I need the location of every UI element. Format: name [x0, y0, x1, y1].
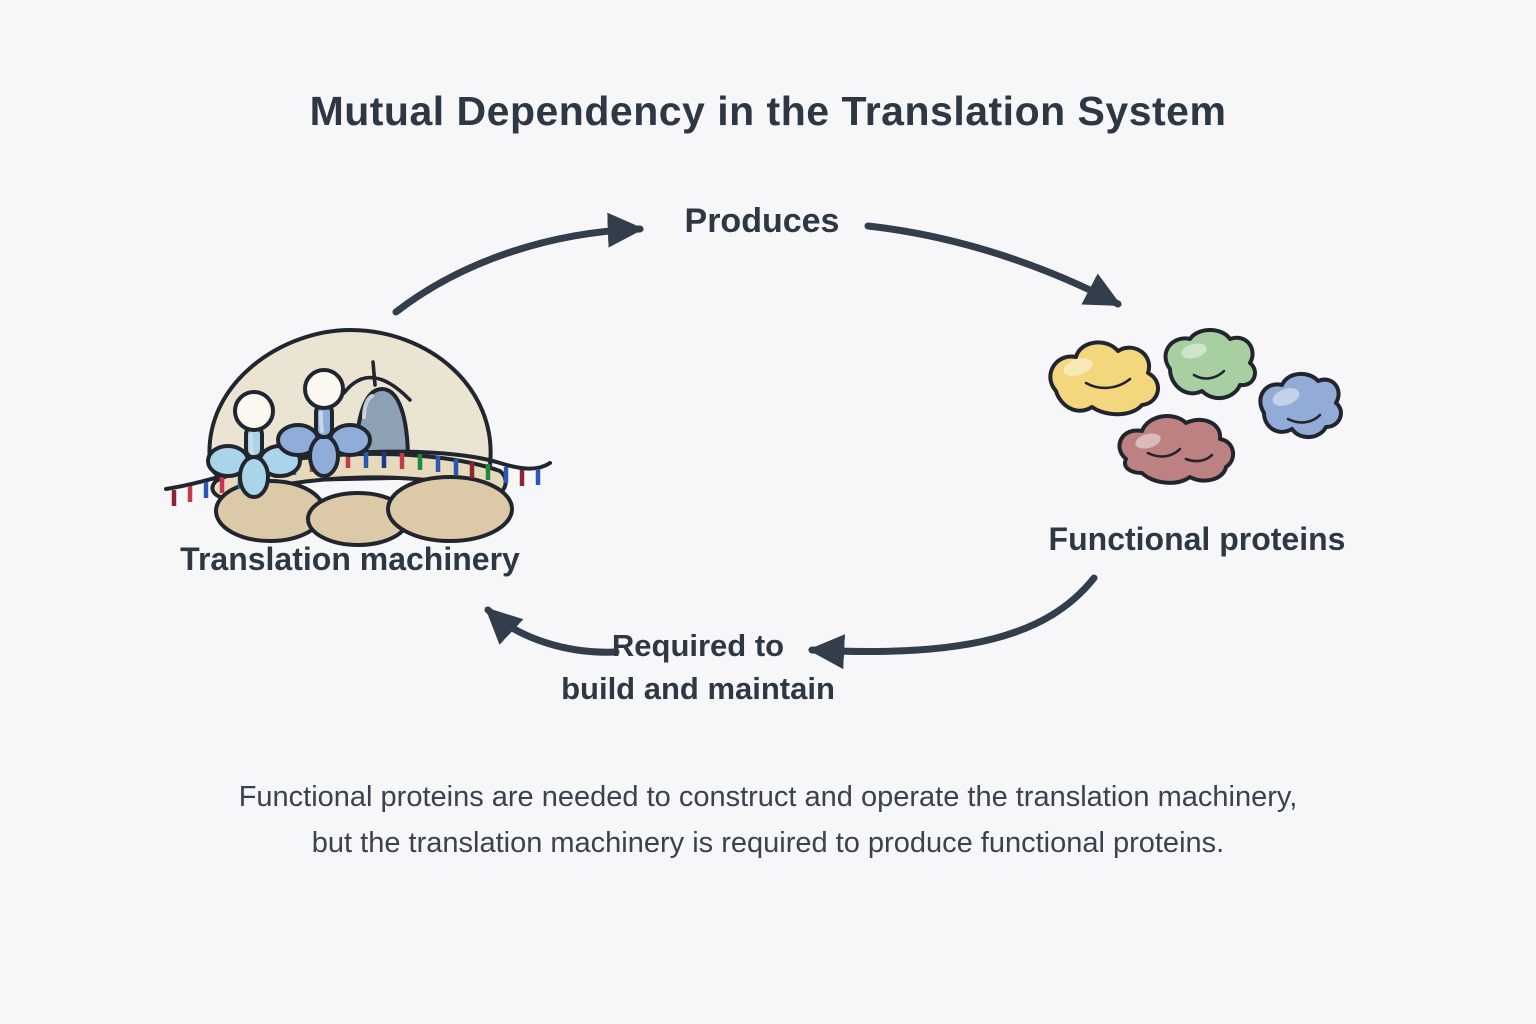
- protein-green-icon: [1163, 328, 1257, 401]
- caption-line1: Functional proteins are needed to constr…: [238, 781, 1298, 813]
- protein-blobs-illustration: [1048, 328, 1343, 485]
- required-arrow-right-icon: [807, 574, 1098, 670]
- produces-arrow-right-icon: [864, 222, 1122, 308]
- protein-blue-icon: [1258, 372, 1343, 439]
- functional-proteins-label: Functional proteins: [1048, 521, 1346, 557]
- required-label-line2: build and maintain: [561, 671, 835, 706]
- produces-arrow-left-icon: [392, 212, 645, 316]
- caption-line2: but the translation machinery is require…: [311, 827, 1225, 859]
- ribosome-notch-line: [371, 360, 377, 387]
- protein-red-icon: [1117, 414, 1236, 485]
- translation-machinery-label: Translation machinery: [180, 541, 520, 577]
- caption: Functional proteins are needed to constr…: [0, 774, 1536, 866]
- required-label: Required to build and maintain: [561, 624, 835, 710]
- trna-icon: [206, 390, 302, 499]
- produces-label: Produces: [684, 202, 840, 240]
- page-title: Mutual Dependency in the Translation Sys…: [309, 88, 1227, 134]
- tunnel-highlight: [362, 394, 374, 419]
- small-subunit-lobe: [386, 475, 514, 543]
- required-arrow-left-icon: [484, 606, 620, 656]
- small-subunit-lobe: [214, 479, 326, 543]
- ribosome-illustration: [164, 328, 552, 547]
- trna-icon: [276, 368, 372, 478]
- required-label-line1: Required to: [611, 628, 785, 663]
- protein-yellow-icon: [1048, 340, 1160, 417]
